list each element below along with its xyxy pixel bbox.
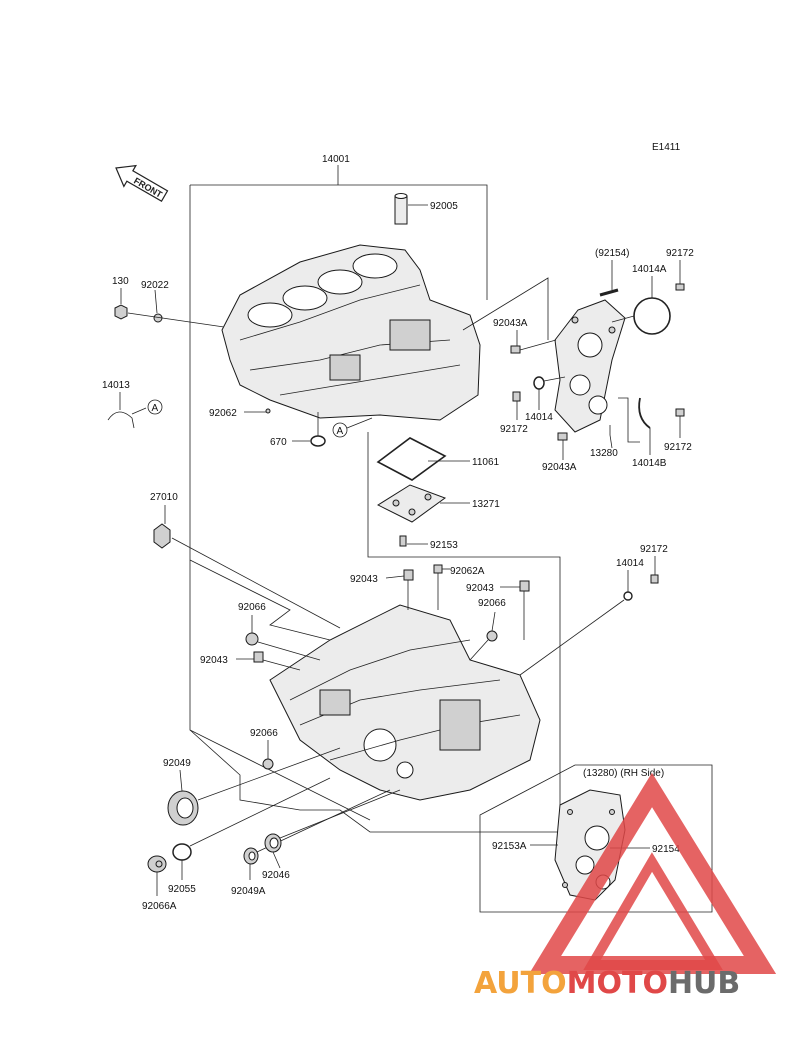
part-92043A-dowel-top — [510, 330, 557, 354]
label-14014-lower: 14014 — [616, 558, 644, 569]
label-13280-rh-side: (13280) (RH Side) — [583, 768, 664, 779]
label-14014-cover: 14014 — [525, 412, 553, 423]
upper-crankcase — [221, 244, 481, 421]
part-92046-bearing — [264, 789, 401, 869]
part-14014B-clip — [618, 397, 651, 455]
part-92172-bolt-top — [675, 260, 685, 291]
label-92043-b: 92043 — [466, 583, 494, 594]
label-13271: 13271 — [472, 499, 500, 510]
label-14014A: 14014A — [632, 264, 667, 275]
cover-frame-left — [462, 277, 549, 340]
label-92043-c: 92043 — [200, 655, 228, 666]
part-92043-dowel-b — [500, 580, 530, 640]
part-13280-cover — [554, 299, 626, 433]
gasket-group-frame — [367, 432, 561, 725]
label-92049: 92049 — [163, 758, 191, 769]
part-92066-washer-c — [262, 740, 274, 770]
label-27010: 27010 — [150, 492, 178, 503]
svg-text:A: A — [152, 403, 159, 414]
lower-frame-b — [189, 725, 561, 833]
part-92172-bolt-lower — [650, 556, 659, 584]
label-92153: 92153 — [430, 540, 458, 551]
part-92005-dowel — [394, 193, 428, 225]
label-92154: 92154 — [652, 844, 680, 855]
label-130: 130 — [112, 276, 129, 287]
label-92049A: 92049A — [231, 886, 266, 897]
label-11061: 11061 — [472, 457, 500, 468]
part-92043-dowel-a — [385, 569, 414, 610]
part-92066-washer-a — [245, 615, 321, 661]
part-92153-bolt — [399, 535, 428, 547]
label-670: 670 — [270, 437, 287, 448]
label-92066-b: 92066 — [478, 598, 506, 609]
diagram-code: E1411 — [652, 142, 681, 153]
lower-crankcase — [269, 604, 541, 801]
label-92172-left: 92172 — [500, 424, 528, 435]
label-92066A: 92066A — [142, 901, 177, 912]
part-92049-oil-seal — [167, 747, 341, 826]
label-14001: 14001 — [322, 154, 350, 165]
label-92043-a: 92043 — [350, 574, 378, 585]
part-92066-washer-b — [469, 611, 498, 661]
circle-marker-a-center: A — [332, 417, 373, 438]
part-92154-bolt — [599, 260, 619, 297]
part-670-o-ring — [292, 412, 326, 447]
part-92172-bolt-right — [675, 408, 685, 438]
label-92062: 92062 — [209, 408, 237, 419]
label-92153A: 92153A — [492, 841, 527, 852]
watermark-logo: AUTOMOTOHUB — [474, 772, 777, 1001]
label-14013: 14013 — [102, 380, 130, 391]
label-92066-c: 92066 — [250, 728, 278, 739]
part-14013-clip — [107, 392, 147, 429]
label-92055: 92055 — [168, 884, 196, 895]
part-92172-bolt-left — [512, 391, 521, 420]
label-92005: 92005 — [430, 201, 458, 212]
part-92062-dowel — [244, 408, 271, 414]
label-13280: 13280 — [590, 448, 618, 459]
part-92049A-oil-seal — [243, 789, 391, 880]
part-92022-washer — [127, 289, 225, 328]
part-130-nut — [114, 288, 128, 320]
label-92043A-top: 92043A — [493, 318, 528, 329]
part-11061-gasket — [376, 437, 470, 481]
part-92043-dowel-c — [236, 651, 301, 671]
watermark-hub: HUB — [668, 966, 740, 1001]
label-92172-top: 92172 — [666, 248, 694, 259]
label-92154-paren: (92154) — [595, 248, 629, 259]
part-92043A-dowel-bottom — [557, 432, 568, 460]
label-92066-a: 92066 — [238, 602, 266, 613]
part-14014-o-ring-lower — [519, 570, 633, 676]
label-92172-right: 92172 — [664, 442, 692, 453]
label-92043A-bottom: 92043A — [542, 462, 577, 473]
part-14014A-gasket — [611, 276, 671, 335]
label-92022: 92022 — [141, 280, 169, 291]
label-92062A: 92062A — [450, 566, 485, 577]
watermark-auto: AUTO — [474, 966, 567, 1001]
cover-frame-13280 — [609, 425, 613, 449]
part-27010-plug — [153, 505, 341, 629]
svg-text:A: A — [337, 426, 344, 437]
front-arrow-icon: FRONT — [115, 164, 169, 203]
part-92066A-plug — [147, 855, 167, 896]
part-14014-o-ring — [533, 376, 566, 410]
part-92062A-dowel — [433, 564, 450, 610]
part-13271-plate — [376, 484, 470, 523]
label-14014B: 14014B — [632, 458, 667, 469]
part-92055-o-ring — [172, 777, 331, 880]
watermark-moto: MOTO — [567, 966, 668, 1001]
lower-frame-a — [189, 559, 331, 641]
svg-text:AUTOMOTOHUB: AUTOMOTOHUB — [474, 966, 740, 1001]
circle-marker-a-left: A — [147, 399, 163, 415]
label-92046: 92046 — [262, 870, 290, 881]
label-92172-lower: 92172 — [640, 544, 668, 555]
